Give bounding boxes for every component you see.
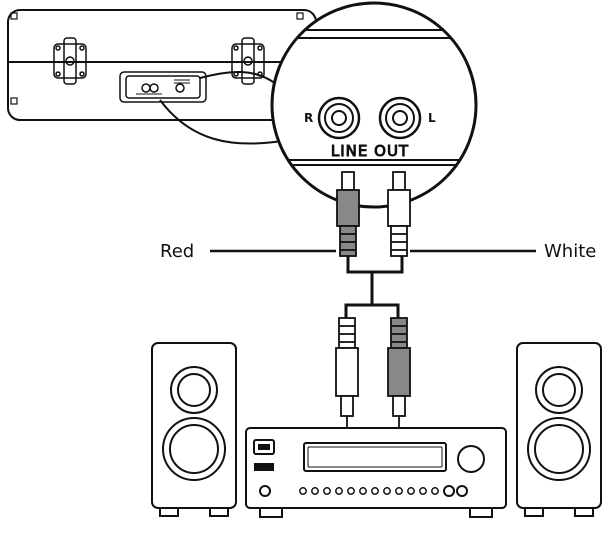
red-plug-body [336,189,360,227]
power-button [253,439,275,455]
white-label: White [544,241,596,262]
jack-label-r: R [304,111,313,125]
amplifier [245,427,507,518]
amplifier-display [303,442,447,472]
rear-connector-panel [119,71,207,103]
callout-line-lower [159,99,289,145]
line-out-label: LINE OUT [331,142,409,160]
white-plug-body [387,189,411,227]
upper-plug-red [336,171,360,257]
volume-knob [457,445,485,473]
right-latch [231,37,265,85]
red-label: Red [160,241,194,262]
lower-plug-red [387,317,411,428]
rca-jack-right [317,96,361,140]
callout-line-upper [199,71,277,85]
upper-plug-white [387,171,411,257]
right-speaker [516,342,602,517]
left-speaker [151,342,237,517]
left-latch [53,37,87,85]
cable [344,256,404,318]
zoom-circle: R L LINE OUT [270,1,478,209]
rca-jack-left [378,96,422,140]
lower-plug-white [335,317,359,428]
input-indicator [254,463,274,471]
amplifier-buttons [299,487,439,495]
jack-label-l: L [428,111,436,125]
headphone-jack [259,485,271,497]
